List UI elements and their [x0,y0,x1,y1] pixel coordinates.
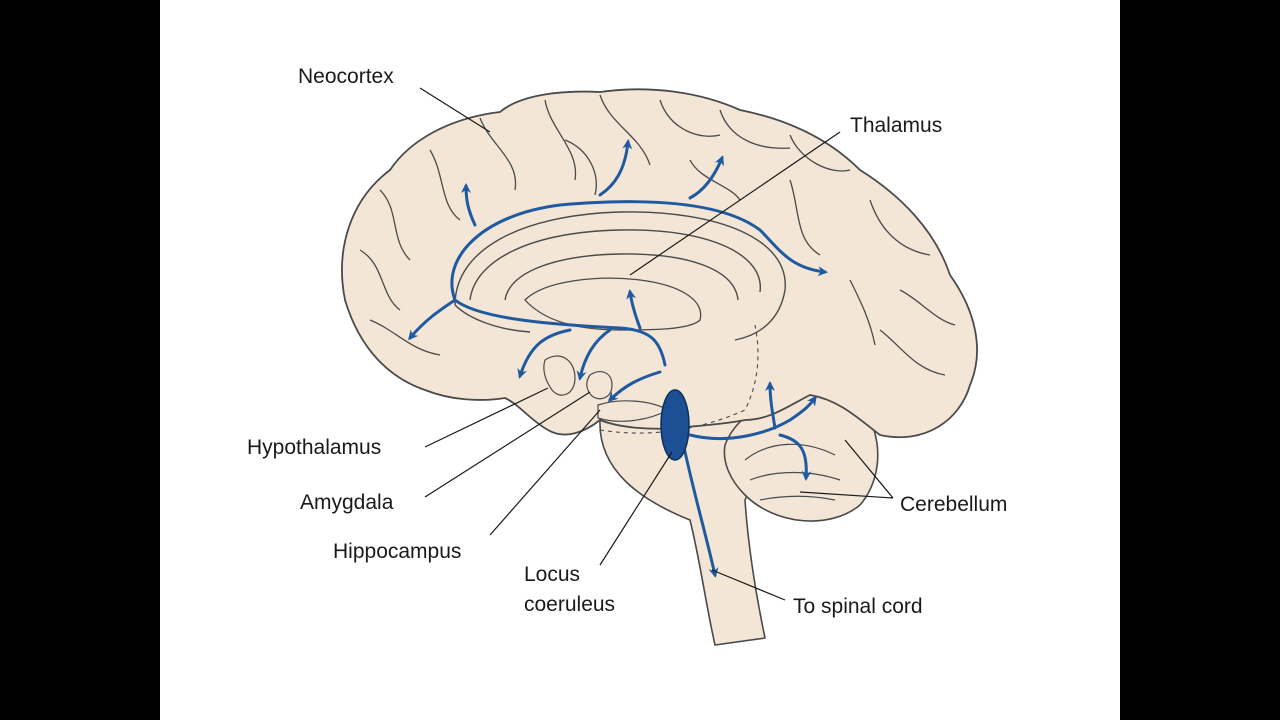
locus-coeruleus-nucleus [660,389,690,461]
label-amygdala: Amygdala [300,491,394,514]
right-frame-bar [1120,0,1280,720]
cerebellum-border-dashed [599,324,759,434]
left-frame-bar [0,0,160,720]
label-thalamus: Thalamus [850,114,943,137]
corpus-callosum [454,211,786,341]
label-hippocampus: Hippocampus [333,540,462,563]
noradrenergic-pathways [408,139,828,578]
cerebellum-folia [744,443,841,501]
label-hypothalamus: Hypothalamus [247,436,382,459]
label-to-spinal-cord: To spinal cord [793,595,923,618]
cerebrum-outline [341,88,978,439]
amygdala-shape [586,371,613,400]
label-locus-line1: Locus [524,563,581,586]
label-locus-line2: coeruleus [524,593,616,616]
label-neocortex: Neocortex [298,65,394,88]
hypothalamus-shape [543,355,576,396]
label-cerebellum: Cerebellum [900,493,1008,516]
leader-lines [419,87,894,601]
cortical-sulci [359,94,956,376]
